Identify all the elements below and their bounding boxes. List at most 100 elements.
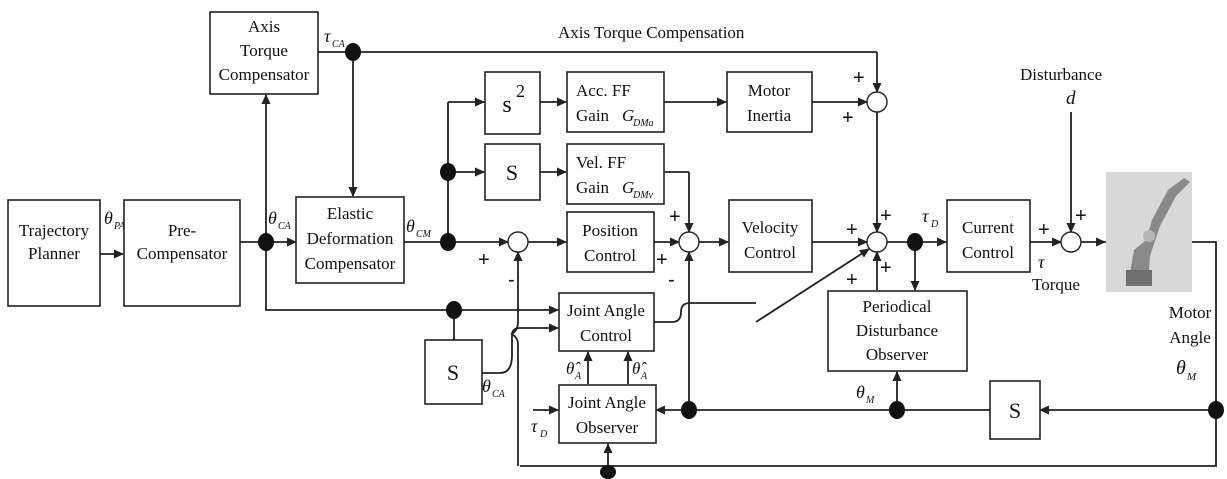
svg-text:τ: τ bbox=[1038, 252, 1045, 272]
svg-text:d: d bbox=[1066, 88, 1076, 109]
block-joint-angle-control: Joint Angle Control bbox=[558, 292, 655, 352]
block-pre-compensator: Pre- Compensator bbox=[123, 199, 241, 307]
svg-text:D: D bbox=[930, 219, 939, 230]
sum-position bbox=[507, 231, 529, 253]
svg-text:Joint Angle: Joint Angle bbox=[567, 301, 645, 320]
svg-text:s: s bbox=[502, 92, 511, 118]
sum-feedforward bbox=[866, 91, 888, 113]
svg-text:+: + bbox=[846, 219, 858, 241]
svg-text:2: 2 bbox=[516, 81, 525, 101]
sum-velocity bbox=[678, 231, 700, 253]
svg-text:θ: θ bbox=[1176, 357, 1186, 379]
block-s-squared: s 2 bbox=[484, 71, 541, 135]
svg-text:θ: θ bbox=[482, 376, 491, 396]
svg-text:S: S bbox=[1009, 398, 1021, 423]
svg-text:A: A bbox=[640, 371, 648, 382]
svg-text:G: G bbox=[622, 178, 634, 197]
block-trajectory-planner: Trajectory Planner bbox=[7, 199, 101, 307]
svg-text:Inertia: Inertia bbox=[747, 106, 792, 125]
svg-text:Deformation: Deformation bbox=[307, 229, 394, 248]
svg-text:S: S bbox=[447, 360, 459, 385]
svg-text:+: + bbox=[846, 269, 858, 291]
svg-text:+: + bbox=[669, 206, 681, 228]
svg-text:Control: Control bbox=[962, 243, 1014, 262]
svg-text:Observer: Observer bbox=[576, 418, 639, 437]
svg-text:CM: CM bbox=[416, 229, 432, 240]
svg-text:CA: CA bbox=[332, 39, 346, 50]
svg-text:+: + bbox=[1038, 219, 1050, 241]
svg-text:-: - bbox=[668, 269, 675, 291]
block-position-control: Position Control bbox=[566, 211, 655, 273]
svg-text:θ: θ bbox=[268, 208, 277, 228]
svg-text:-: - bbox=[508, 269, 515, 291]
svg-text:+: + bbox=[880, 257, 892, 279]
block-motor-inertia: Motor Inertia bbox=[726, 71, 813, 133]
svg-text:Gain: Gain bbox=[576, 178, 610, 197]
svg-text:τ: τ bbox=[922, 206, 929, 226]
svg-text:+: + bbox=[656, 249, 668, 271]
svg-text:Control: Control bbox=[580, 326, 632, 345]
svg-text:+: + bbox=[1075, 205, 1087, 227]
svg-text:Joint Angle: Joint Angle bbox=[568, 393, 646, 412]
svg-text:M: M bbox=[865, 395, 875, 406]
svg-text:Current: Current bbox=[962, 218, 1014, 237]
svg-text:PA: PA bbox=[113, 221, 126, 232]
sum-signs: + - + + - + + + + + + + + bbox=[478, 67, 1087, 291]
signal-wires bbox=[100, 51, 1217, 467]
svg-text:DMa: DMa bbox=[632, 118, 654, 129]
block-current-control: Current Control bbox=[946, 199, 1031, 273]
svg-text:+: + bbox=[842, 107, 854, 129]
svg-text:Acc. FF: Acc. FF bbox=[576, 81, 631, 100]
svg-text:+: + bbox=[478, 249, 490, 271]
svg-text:Axis: Axis bbox=[248, 17, 280, 36]
svg-text:Compensator: Compensator bbox=[219, 65, 310, 84]
svg-text:Compensator: Compensator bbox=[137, 244, 228, 263]
svg-text:θ: θ bbox=[856, 382, 865, 402]
svg-text:M: M bbox=[1186, 371, 1197, 383]
block-s-velocity: S bbox=[484, 143, 541, 201]
svg-text:G: G bbox=[622, 106, 634, 125]
sum-disturbance bbox=[1060, 231, 1082, 253]
svg-text:Gain: Gain bbox=[576, 106, 610, 125]
svg-text:Torque: Torque bbox=[240, 41, 288, 60]
block-s-left: S bbox=[424, 339, 483, 405]
svg-text:Angle: Angle bbox=[1169, 328, 1211, 347]
svg-text:Observer: Observer bbox=[866, 345, 929, 364]
block-s-right: S bbox=[989, 380, 1041, 440]
svg-text:Motor: Motor bbox=[748, 81, 791, 100]
svg-text:Control: Control bbox=[744, 243, 796, 262]
junction-dots bbox=[258, 43, 1224, 479]
robot-arm-image bbox=[1106, 172, 1192, 292]
svg-text:Vel. FF: Vel. FF bbox=[576, 153, 626, 172]
svg-text:τ: τ bbox=[324, 26, 331, 46]
block-joint-angle-observer: Joint Angle Observer bbox=[558, 384, 657, 444]
block-axis-torque-compensator: Axis Torque Compensator bbox=[209, 11, 319, 95]
sum-current bbox=[866, 231, 888, 253]
svg-text:τ: τ bbox=[531, 416, 538, 436]
svg-text:Velocity: Velocity bbox=[742, 218, 799, 237]
svg-text:CA: CA bbox=[492, 389, 506, 400]
svg-text:θ: θ bbox=[104, 208, 113, 228]
svg-text:Axis Torque Compensation: Axis Torque Compensation bbox=[558, 23, 745, 42]
svg-text:Control: Control bbox=[584, 246, 636, 265]
svg-text:DMv: DMv bbox=[632, 190, 654, 201]
svg-text:A: A bbox=[574, 371, 582, 382]
block-periodical-disturbance-observer: Periodical Disturbance Observer bbox=[827, 290, 968, 372]
svg-text:Torque: Torque bbox=[1032, 275, 1080, 294]
svg-text:CA: CA bbox=[278, 221, 292, 232]
svg-text:+: + bbox=[880, 205, 892, 227]
block-elastic-deformation-compensator: Elastic Deformation Compensator bbox=[295, 196, 405, 284]
svg-text:D: D bbox=[539, 429, 548, 440]
svg-text:Disturbance: Disturbance bbox=[1020, 65, 1102, 84]
summing-junctions bbox=[507, 91, 1082, 253]
signal-labels: Axis Torque Compensation Disturbance d θ… bbox=[104, 23, 1212, 440]
svg-text:θ: θ bbox=[406, 216, 415, 236]
svg-text:Pre-: Pre- bbox=[168, 221, 197, 240]
svg-text:S: S bbox=[506, 160, 518, 185]
svg-text:Planner: Planner bbox=[28, 244, 80, 263]
svg-text:Periodical: Periodical bbox=[863, 297, 932, 316]
svg-text:Motor: Motor bbox=[1169, 303, 1212, 322]
svg-text:Compensator: Compensator bbox=[305, 254, 396, 273]
block-velocity-control: Velocity Control bbox=[728, 199, 813, 273]
svg-text:+: + bbox=[853, 67, 865, 89]
